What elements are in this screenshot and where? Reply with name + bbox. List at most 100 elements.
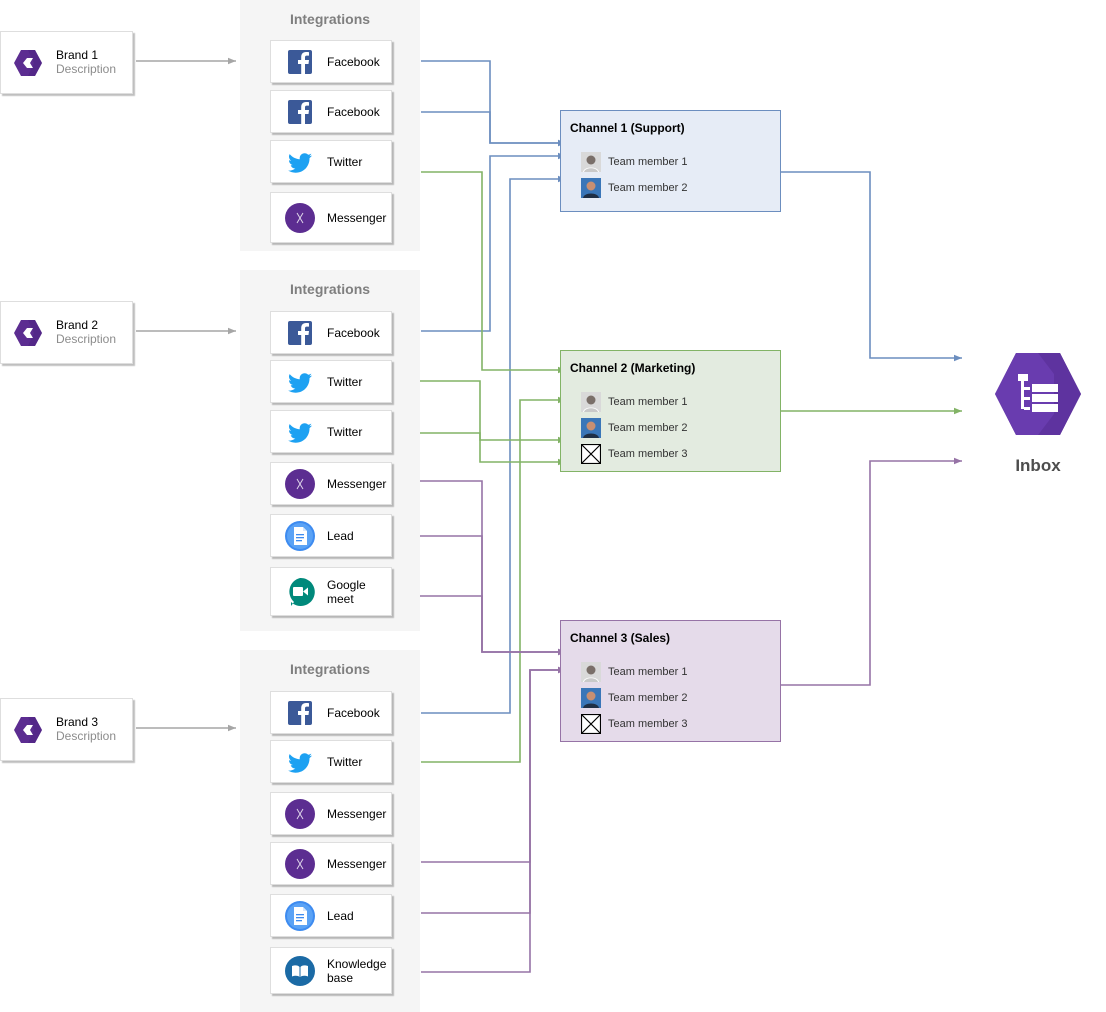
integration-label: Messenger bbox=[327, 806, 387, 821]
integration-card-facebook[interactable]: Facebook bbox=[270, 311, 392, 354]
connector-inbox-arrowhead bbox=[954, 457, 962, 465]
twitter-icon bbox=[285, 747, 315, 777]
team-member-name: Team member 1 bbox=[608, 156, 688, 168]
brand-description: Description bbox=[56, 332, 117, 346]
integration-card-facebook[interactable]: Facebook bbox=[270, 691, 392, 734]
connector-support bbox=[421, 111, 566, 144]
brand-hexagon-icon bbox=[13, 318, 43, 348]
integration-card-messenger[interactable]: Messenger bbox=[270, 792, 392, 835]
connector-sales bbox=[421, 669, 566, 863]
integration-label: Twitter bbox=[327, 374, 363, 389]
messenger-icon bbox=[285, 203, 315, 233]
channel-card-support[interactable]: Channel 1 (Support) Team member 1 Team m… bbox=[560, 110, 781, 212]
connector-marketing bbox=[417, 432, 566, 463]
integration-label: Twitter bbox=[327, 424, 363, 439]
integration-label: Lead bbox=[327, 908, 354, 923]
team-member-name: Team member 2 bbox=[608, 692, 688, 704]
team-member-name: Team member 3 bbox=[608, 448, 688, 460]
team-member-name: Team member 2 bbox=[608, 422, 688, 434]
integration-card-twitter[interactable]: Twitter bbox=[270, 360, 392, 403]
connector-sales bbox=[417, 535, 566, 653]
avatar-missing-icon bbox=[581, 444, 601, 464]
brand-card-1[interactable]: Brand 1 Description bbox=[0, 31, 133, 94]
avatar-photo-icon bbox=[581, 392, 601, 412]
integration-label: Google meet bbox=[327, 577, 366, 606]
integration-label: Facebook bbox=[327, 705, 380, 720]
twitter-icon bbox=[285, 147, 315, 177]
integration-card-lead[interactable]: Lead bbox=[270, 894, 392, 937]
messenger-icon bbox=[285, 469, 315, 499]
brand-name: Brand 2 bbox=[56, 318, 99, 332]
connector-marketing bbox=[417, 380, 566, 441]
integrations-group-title: Integrations bbox=[289, 661, 371, 677]
connector-inbox bbox=[781, 171, 962, 359]
integration-label: Messenger bbox=[327, 856, 387, 871]
connector-support bbox=[421, 60, 566, 144]
team-member-name: Team member 1 bbox=[608, 666, 688, 678]
integration-card-messenger[interactable]: Messenger bbox=[270, 462, 392, 505]
avatar-photo-icon bbox=[581, 178, 601, 198]
integration-card-facebook[interactable]: Facebook bbox=[270, 90, 392, 133]
brand-connector-arrowhead bbox=[228, 57, 236, 65]
brand-connector-arrowhead bbox=[228, 327, 236, 335]
integration-label: Messenger bbox=[327, 210, 387, 225]
connector-marketing bbox=[421, 171, 566, 371]
avatar-missing-icon bbox=[581, 714, 601, 734]
integrations-group-title: Integrations bbox=[289, 281, 371, 297]
integration-card-facebook[interactable]: Facebook bbox=[270, 40, 392, 83]
integration-label: Lead bbox=[327, 528, 354, 543]
lead-icon bbox=[285, 901, 315, 931]
integration-card-messenger[interactable]: Messenger bbox=[270, 842, 392, 885]
integration-card-twitter[interactable]: Twitter bbox=[270, 740, 392, 783]
avatar-photo-icon bbox=[581, 662, 601, 682]
integration-label: Messenger bbox=[327, 476, 387, 491]
lead-icon bbox=[285, 521, 315, 551]
brand-connector-arrowhead bbox=[228, 724, 236, 732]
facebook-icon bbox=[285, 318, 315, 348]
avatar-photo-icon bbox=[581, 152, 601, 172]
integration-card-lead[interactable]: Lead bbox=[270, 514, 392, 557]
inbox-label: Inbox bbox=[1015, 456, 1061, 475]
team-member-name: Team member 1 bbox=[608, 396, 688, 408]
facebook-icon bbox=[285, 47, 315, 77]
brand-description: Description bbox=[56, 62, 117, 76]
integrations-group-title: Integrations bbox=[289, 11, 371, 27]
connector-sales bbox=[417, 480, 566, 653]
inbox-icon[interactable] bbox=[994, 352, 1082, 436]
brand-name: Brand 1 bbox=[56, 48, 99, 62]
messenger-icon bbox=[285, 849, 315, 879]
twitter-icon bbox=[285, 417, 315, 447]
brand-card-2[interactable]: Brand 2 Description bbox=[0, 301, 133, 364]
facebook-icon bbox=[285, 698, 315, 728]
integration-card-twitter[interactable]: Twitter bbox=[270, 140, 392, 183]
connector-sales bbox=[417, 595, 566, 653]
channel-card-marketing[interactable]: Channel 2 (Marketing) Team member 1 Team… bbox=[560, 350, 781, 472]
integration-card-knowledge-base[interactable]: Knowledge base bbox=[270, 947, 392, 994]
facebook-icon bbox=[285, 97, 315, 127]
brand-hexagon-icon bbox=[13, 715, 43, 745]
avatar-photo-icon bbox=[581, 688, 601, 708]
connector-marketing bbox=[421, 399, 566, 763]
integration-label: Facebook bbox=[327, 104, 380, 119]
channel-title: Channel 3 (Sales) bbox=[570, 631, 671, 645]
connector-inbox bbox=[781, 460, 962, 686]
brand-name: Brand 3 bbox=[56, 715, 99, 729]
channel-title: Channel 2 (Marketing) bbox=[570, 361, 696, 375]
connector-sales bbox=[421, 669, 566, 973]
integration-card-twitter[interactable]: Twitter bbox=[270, 410, 392, 453]
channel-card-sales[interactable]: Channel 3 (Sales) Team member 1 Team mem… bbox=[560, 620, 781, 742]
brand-description: Description bbox=[56, 729, 117, 743]
knowledge-base-icon bbox=[285, 956, 315, 986]
avatar-photo-icon bbox=[581, 418, 601, 438]
google-meet-icon bbox=[285, 577, 315, 607]
brand-card-3[interactable]: Brand 3 Description bbox=[0, 698, 133, 761]
connector-sales bbox=[421, 669, 566, 914]
brand-hexagon-icon bbox=[13, 48, 43, 78]
integration-card-messenger[interactable]: Messenger bbox=[270, 192, 392, 243]
connector-inbox-arrowhead bbox=[954, 354, 962, 362]
channel-title: Channel 1 (Support) bbox=[570, 121, 685, 135]
integration-label: Facebook bbox=[327, 54, 380, 69]
integration-card-google-meet[interactable]: Google meet bbox=[270, 567, 392, 616]
messenger-icon bbox=[285, 799, 315, 829]
